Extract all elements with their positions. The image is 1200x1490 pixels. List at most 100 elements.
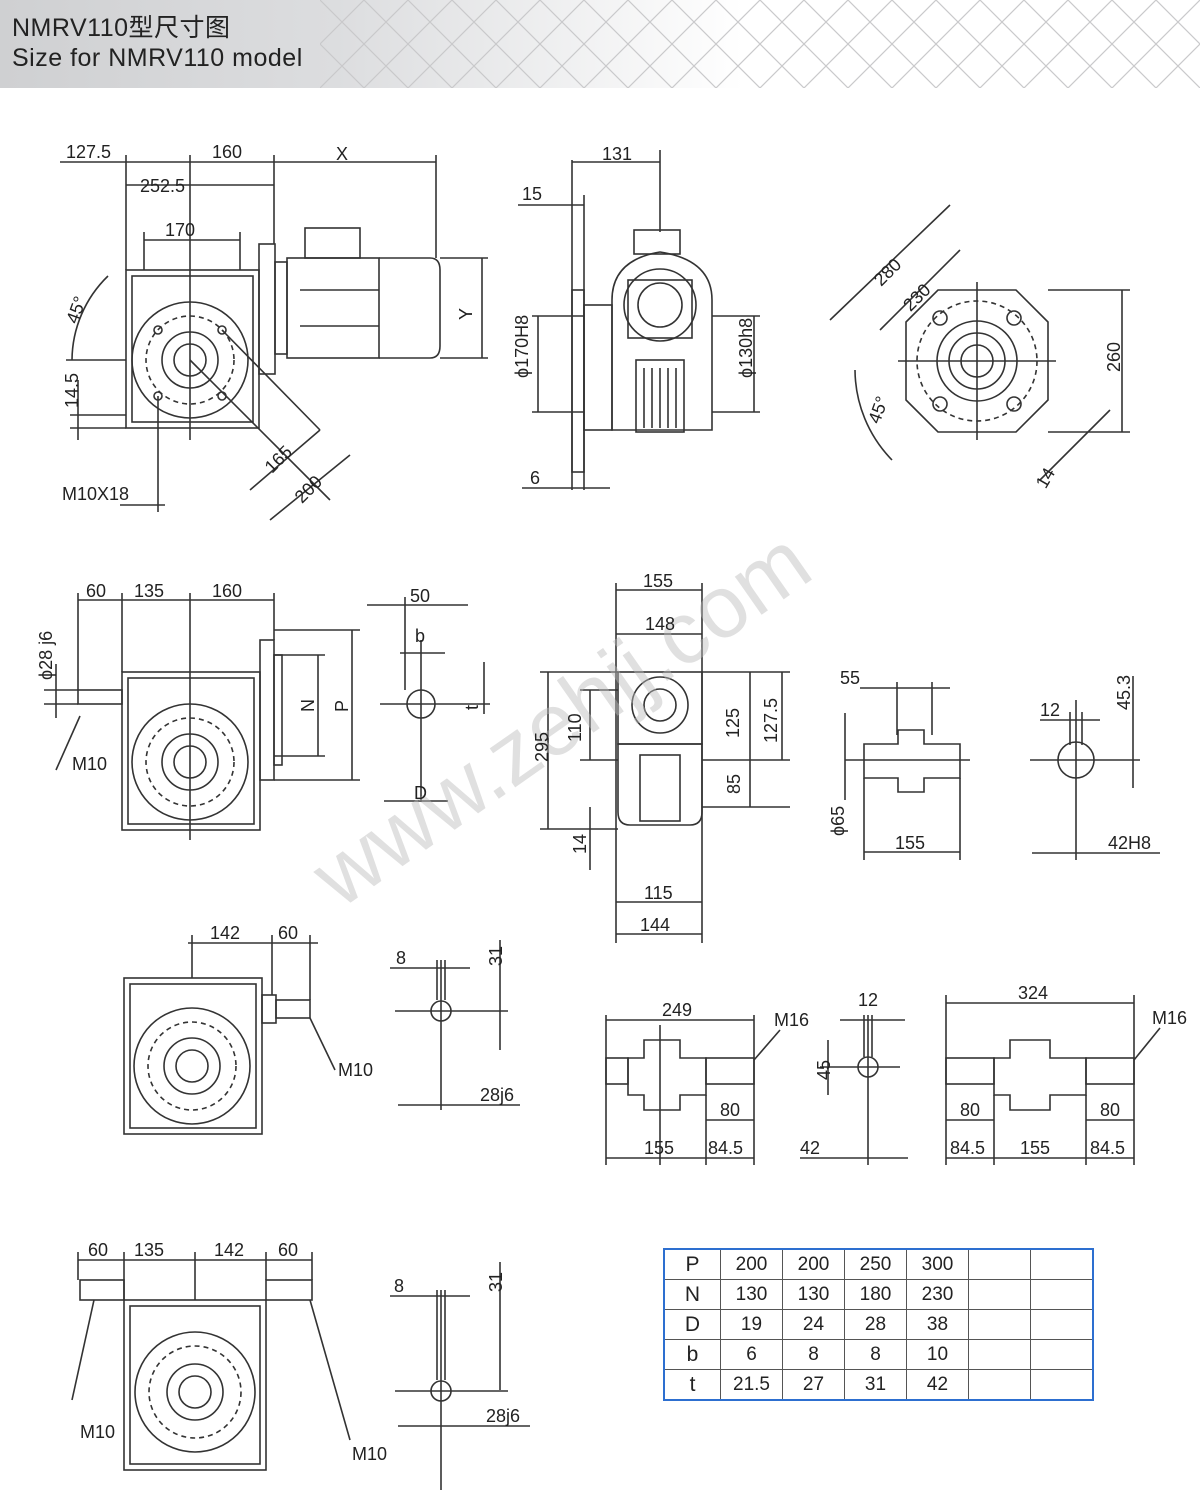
table-cell — [968, 1309, 1031, 1340]
view-hollow-shaft — [844, 682, 970, 860]
table-cell: 31 — [844, 1369, 907, 1401]
dim-label: 45° — [864, 394, 892, 426]
table-cell: 300 — [906, 1248, 969, 1280]
dim-label: 60 — [86, 581, 106, 601]
dim-label: 28j6 — [486, 1406, 520, 1426]
table-cell — [1030, 1279, 1094, 1310]
dim-label: t — [462, 705, 482, 710]
dim-label: ϕ28 j6 — [36, 631, 56, 680]
table-cell: 38 — [906, 1309, 969, 1340]
dim-label: 80 — [1100, 1100, 1120, 1120]
table-cell — [968, 1248, 1031, 1280]
dim-label: 14 — [570, 834, 590, 854]
view-side — [518, 150, 760, 490]
dim-label: 80 — [960, 1100, 980, 1120]
dim-label: ϕ130h8 — [736, 318, 756, 378]
dim-label: 12 — [858, 990, 878, 1010]
view-bore-detail — [1030, 676, 1160, 860]
table-cell — [1030, 1339, 1094, 1370]
dim-label: 45° — [62, 294, 90, 326]
table-row: b 6 8 8 10 — [663, 1339, 1094, 1370]
dim-label: 60 — [278, 1240, 298, 1260]
dim-label: M10 — [352, 1444, 387, 1464]
dim-label: 260 — [1104, 342, 1124, 372]
title-cn: NMRV110型尺寸图 — [12, 14, 231, 42]
dim-label: b — [415, 626, 425, 646]
dim-label: M16 — [1152, 1008, 1187, 1028]
view-double-input — [71, 1252, 351, 1471]
dim-label: M16 — [774, 1010, 809, 1030]
dim-label: 84.5 — [1090, 1138, 1125, 1158]
dim-label: M10 — [338, 1060, 373, 1080]
dim-label: N — [298, 699, 318, 712]
dim-label: 31 — [486, 946, 506, 966]
dim-label: 42 — [800, 1138, 820, 1158]
table-row: D 19 24 28 38 — [663, 1309, 1094, 1340]
dim-label: 249 — [662, 1000, 692, 1020]
dim-label: 155 — [1020, 1138, 1050, 1158]
dim-label: 110 — [565, 713, 585, 742]
dim-label: 142 — [210, 923, 240, 943]
dim-label: 155 — [644, 1138, 674, 1158]
dim-label: 28j6 — [480, 1085, 514, 1105]
row-label: t — [663, 1369, 721, 1401]
table-cell: 230 — [906, 1279, 969, 1310]
dim-label: 135 — [134, 1240, 164, 1260]
table-cell: 28 — [844, 1309, 907, 1340]
table-cell: 27 — [782, 1369, 845, 1401]
dim-label: M10 — [80, 1422, 115, 1442]
dim-label: 14.5 — [62, 373, 82, 408]
dim-label: 42H8 — [1108, 833, 1151, 853]
title-en: Size for NMRV110 model — [12, 44, 303, 72]
dim-label: 155 — [643, 571, 673, 591]
table-cell: 200 — [720, 1248, 783, 1280]
dim-label: 85 — [724, 774, 744, 794]
view-motor-assembly — [60, 155, 488, 521]
dim-label: 127.5 — [761, 698, 781, 743]
view-key-small-3 — [390, 1262, 530, 1490]
dim-label: 144 — [640, 915, 670, 935]
view-single-output — [605, 1015, 781, 1165]
dim-label: 84.5 — [950, 1138, 985, 1158]
dim-label: X — [336, 144, 348, 164]
view-front-small — [540, 583, 790, 943]
table-cell: 130 — [720, 1279, 783, 1310]
dim-label: 50 — [410, 586, 430, 606]
dim-label: 135 — [134, 581, 164, 601]
table-cell: 24 — [782, 1309, 845, 1340]
dim-label: 115 — [644, 883, 673, 903]
table-cell — [1030, 1248, 1094, 1280]
dim-label: 131 — [602, 144, 632, 164]
table-cell — [968, 1279, 1031, 1310]
table-cell: 8 — [782, 1339, 845, 1370]
table-cell: 10 — [906, 1339, 969, 1370]
dim-label: 8 — [394, 1276, 404, 1296]
dim-label: 170 — [165, 220, 195, 240]
dim-label: 31 — [486, 1272, 506, 1292]
table-cell: 8 — [844, 1339, 907, 1370]
table-cell — [1030, 1369, 1094, 1401]
table-cell: 180 — [844, 1279, 907, 1310]
dim-label: 6 — [530, 468, 540, 488]
dim-label: 230 — [899, 280, 934, 315]
dim-label: 45 — [814, 1060, 834, 1080]
row-label: D — [663, 1309, 721, 1340]
dim-label: 324 — [1018, 983, 1048, 1003]
table-cell: 6 — [720, 1339, 783, 1370]
table-cell: 42 — [906, 1369, 969, 1401]
table-cell — [968, 1339, 1031, 1370]
dim-label: Y — [456, 308, 476, 320]
table-cell — [968, 1369, 1031, 1401]
table-row: N 130 130 180 230 — [663, 1279, 1094, 1310]
dim-label: 200 — [291, 472, 326, 507]
dim-label: 12 — [1040, 700, 1060, 720]
table-row: t 21.5 27 31 42 — [663, 1369, 1094, 1401]
dim-label: 295 — [532, 732, 552, 762]
dim-label: P — [332, 700, 352, 712]
dim-label: 84.5 — [708, 1138, 743, 1158]
header-pattern — [320, 0, 1200, 88]
dim-label: 148 — [645, 614, 675, 634]
dim-label: 127.5 — [66, 142, 111, 162]
dim-label: 142 — [214, 1240, 244, 1260]
